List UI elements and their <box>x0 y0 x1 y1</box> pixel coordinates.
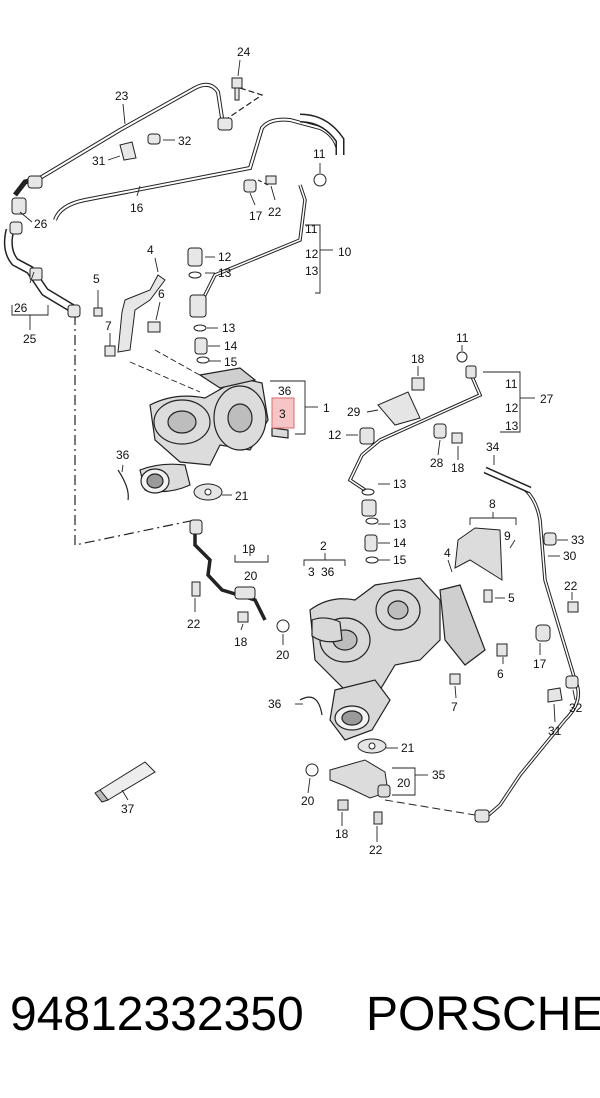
callout-18-b: 18 <box>411 352 425 366</box>
callout-23: 23 <box>115 89 129 103</box>
callout-26-b: 26 <box>14 301 28 315</box>
turbocharger-2 <box>309 577 486 741</box>
callout-4-b: 4 <box>444 546 451 560</box>
callout-15-b: 15 <box>393 553 407 567</box>
callout-6-b: 6 <box>497 667 504 681</box>
callout-17-b: 17 <box>533 657 547 671</box>
callout-1: 1 <box>323 401 330 415</box>
callout-15: 15 <box>224 355 238 369</box>
callout-26: 26 <box>34 217 48 231</box>
callout-11-d: 11 <box>505 377 518 391</box>
callout-3: 3 <box>279 407 286 421</box>
fittings <box>9 77 327 364</box>
callout-19: 19 <box>242 542 256 556</box>
callout-31: 31 <box>92 154 106 168</box>
gasket-21-lower <box>357 738 387 754</box>
callout-27: 27 <box>540 392 554 406</box>
callout-12-b: 12 <box>218 250 232 264</box>
callout-29: 29 <box>347 405 361 419</box>
callout-2: 2 <box>320 539 327 553</box>
callout-5: 5 <box>93 272 100 286</box>
callout-13-c: 13 <box>222 321 236 335</box>
callout-22-c: 22 <box>564 579 578 593</box>
highlight-box <box>271 397 295 429</box>
callout-13-d: 13 <box>505 419 519 433</box>
callout-18-c: 18 <box>451 461 465 475</box>
callout-31-b: 31 <box>548 724 562 738</box>
part-number: 94812332350 <box>10 988 304 1041</box>
callout-9: 9 <box>504 529 511 543</box>
callout-12: 12 <box>305 247 319 261</box>
callout-12-d: 12 <box>328 428 342 442</box>
callout-36-b: 36 <box>116 448 130 462</box>
callout-32: 32 <box>178 134 192 148</box>
callout-14: 14 <box>224 339 238 353</box>
sealant-tube-37 <box>94 761 156 803</box>
callout-21: 21 <box>235 489 249 503</box>
brand-name: PORSCHE <box>366 988 600 1041</box>
callout-3-b: 3 <box>308 565 315 579</box>
callout-labels: 24 23 32 31 26 16 26 25 11 17 22 11 12 1… <box>14 45 585 857</box>
oil-return-pipe-19 <box>193 520 267 621</box>
callout-20: 20 <box>244 569 258 583</box>
callout-36-c: 36 <box>321 565 335 579</box>
callout-17: 17 <box>249 209 263 223</box>
callout-7: 7 <box>105 319 112 333</box>
callout-11-b: 11 <box>305 222 318 236</box>
callout-13-f: 13 <box>393 517 407 531</box>
callout-18: 18 <box>234 635 248 649</box>
callout-33: 33 <box>571 533 585 547</box>
turbocharger-1 <box>139 367 289 494</box>
gasket-21-upper <box>193 483 223 501</box>
callout-21-b: 21 <box>401 741 415 755</box>
callout-11: 11 <box>313 147 326 161</box>
callout-37: 37 <box>121 802 135 816</box>
callout-13-e: 13 <box>393 477 407 491</box>
callout-6: 6 <box>158 287 165 301</box>
callout-32-b: 32 <box>569 701 583 715</box>
callout-14-b: 14 <box>393 536 407 550</box>
callout-7-b: 7 <box>451 700 458 714</box>
callout-20-c: 20 <box>397 776 411 790</box>
bracket-8 <box>454 527 503 581</box>
callout-18-d: 18 <box>335 827 349 841</box>
callout-20-b: 20 <box>276 648 290 662</box>
right-fittings <box>359 351 579 823</box>
callout-28: 28 <box>430 456 444 470</box>
callout-30: 30 <box>563 549 577 563</box>
callout-16: 16 <box>130 201 144 215</box>
callout-12-c: 12 <box>505 401 519 415</box>
callout-13: 13 <box>305 264 319 278</box>
callout-36-d: 36 <box>268 697 282 711</box>
callout-11-c: 11 <box>456 331 469 345</box>
pipe-19-fittings <box>189 519 290 633</box>
callout-5-b: 5 <box>508 591 515 605</box>
callout-35: 35 <box>432 768 446 782</box>
ring-36-left <box>117 469 129 501</box>
callout-22-d: 22 <box>369 843 383 857</box>
ring-36-right <box>299 696 323 716</box>
callout-20-d: 20 <box>301 794 315 808</box>
callout-4: 4 <box>147 243 154 257</box>
callout-22: 22 <box>268 205 282 219</box>
leader-lines <box>11 59 576 842</box>
callout-25: 25 <box>23 332 37 346</box>
callout-10: 10 <box>338 245 352 259</box>
callout-36: 36 <box>278 384 292 398</box>
callout-22-b: 22 <box>187 617 201 631</box>
oil-return-35 <box>305 759 391 825</box>
callout-24: 24 <box>237 45 251 59</box>
callout-34: 34 <box>486 440 500 454</box>
callout-13-b: 13 <box>218 266 232 280</box>
callout-8: 8 <box>489 497 496 511</box>
